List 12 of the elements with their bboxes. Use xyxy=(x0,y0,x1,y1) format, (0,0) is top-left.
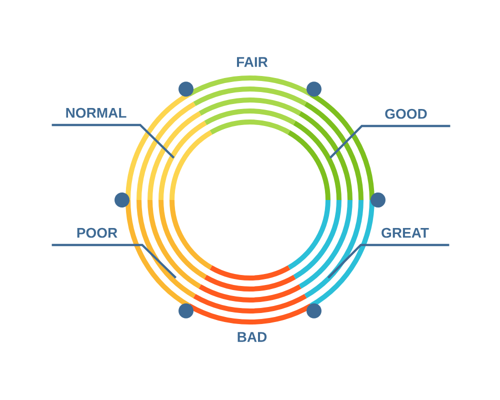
ring-segment xyxy=(188,76,312,135)
segment-label: GREAT xyxy=(382,228,429,238)
segment-label: GOOD xyxy=(385,108,427,119)
segment-label: POOR xyxy=(77,228,118,238)
leader-line xyxy=(329,124,450,159)
segment-label: FAIR xyxy=(237,57,268,67)
leader-line xyxy=(327,244,450,279)
ring-segment xyxy=(188,265,312,324)
segment-label: NORMAL xyxy=(66,108,126,118)
leader-line xyxy=(52,244,177,279)
leader-line xyxy=(52,124,175,159)
segment-label: BAD xyxy=(238,332,267,342)
